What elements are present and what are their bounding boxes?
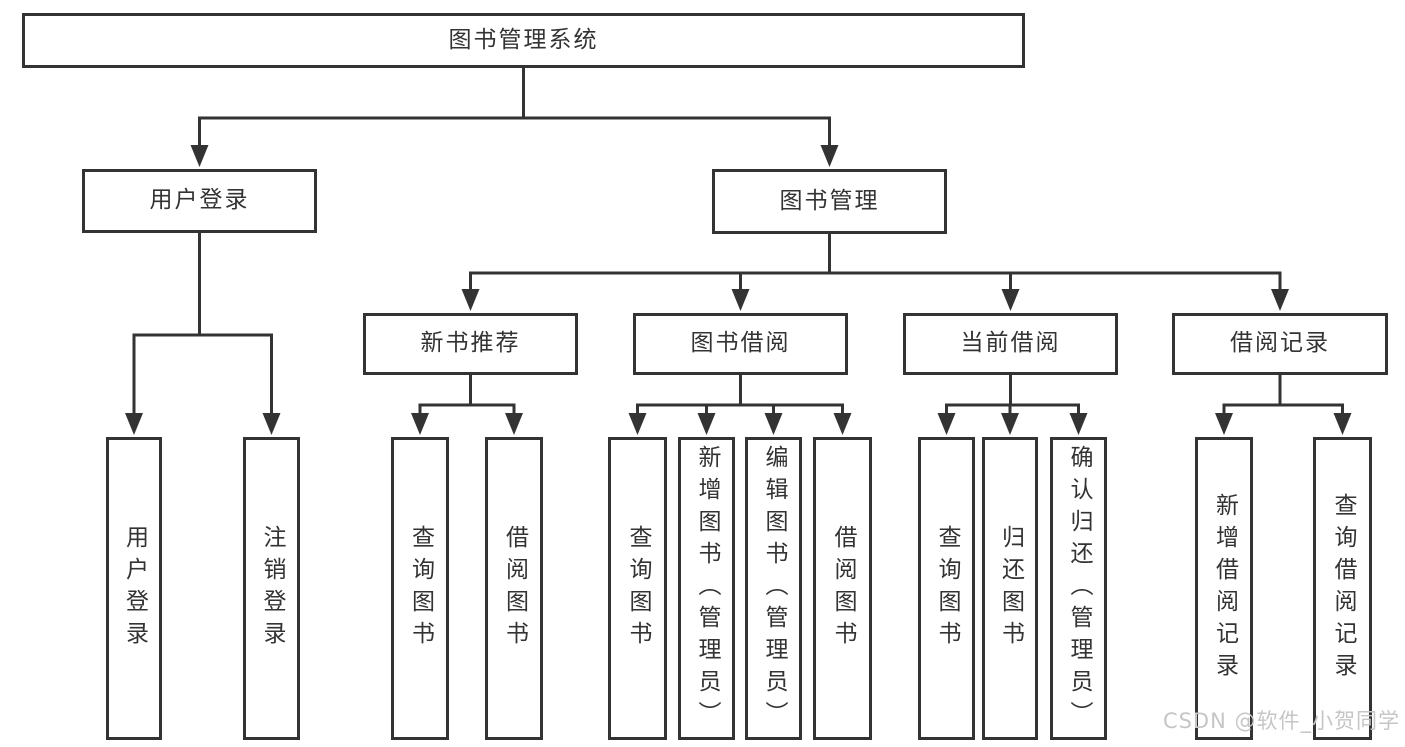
node-label: 用户登录: [121, 524, 148, 653]
node-label: 查询借阅记录: [1330, 492, 1356, 685]
arrowhead-icon: [125, 413, 143, 435]
node-new-book-rec: 新书推荐: [363, 313, 578, 375]
node-v-user-login: 用户登录: [106, 437, 162, 740]
arrowhead-icon: [262, 413, 281, 435]
node-root: 图书管理系统: [22, 13, 1025, 68]
arrowhead-icon: [697, 413, 716, 435]
node-label: 借阅图书: [830, 524, 856, 653]
node-v-query-borrow-record: 查询借阅记录: [1313, 437, 1372, 740]
arrowhead-icon: [764, 413, 783, 435]
arrowhead-icon: [937, 413, 956, 435]
node-v-add-book: 新增图书（管理员）: [678, 437, 735, 740]
node-label: 归还图书: [997, 524, 1024, 653]
node-label: 新书推荐: [420, 330, 521, 357]
arrowhead-icon: [820, 145, 839, 167]
node-v-add-borrow-record: 新增借阅记录: [1195, 437, 1253, 740]
node-label: 图书借阅: [690, 330, 791, 357]
node-v-edit-book: 编辑图书（管理员）: [745, 437, 802, 740]
edge-path: [1222, 374, 1344, 417]
node-label: 图书管理系统: [448, 26, 599, 53]
node-label: 用户登录: [149, 187, 250, 214]
node-book-mgmt: 图书管理: [712, 169, 947, 234]
edge-root: [190, 67, 839, 167]
arrowhead-icon: [1271, 289, 1289, 311]
edge-path: [198, 67, 831, 149]
edge-path: [469, 233, 1282, 293]
edge-user-login-group: [125, 232, 281, 435]
node-book-borrow: 图书借阅: [633, 313, 848, 375]
node-v-confirm-return: 确认归还（管理员）: [1050, 437, 1107, 740]
watermark-text: CSDN @软件_小贺同学: [1162, 709, 1400, 733]
node-label: 注销登录: [259, 524, 285, 653]
arrowhead-icon: [190, 145, 209, 167]
edge-path: [636, 374, 844, 417]
node-label: 借阅记录: [1230, 330, 1330, 357]
node-label: 当前借阅: [960, 330, 1061, 357]
node-label: 编辑图书（管理员）: [761, 444, 787, 733]
arrowhead-icon: [1069, 413, 1088, 435]
arrowhead-icon: [1333, 413, 1352, 435]
node-label: 借阅图书: [501, 524, 528, 653]
arrowhead-icon: [411, 413, 429, 435]
node-v-query-book-1: 查询图书: [391, 437, 449, 740]
node-label: 查询图书: [407, 524, 434, 653]
node-label: 新增图书（管理员）: [694, 444, 720, 733]
edge-path: [945, 374, 1080, 417]
node-label: 新增借阅记录: [1211, 492, 1238, 685]
node-v-logout: 注销登录: [243, 437, 300, 740]
arrowhead-icon: [505, 413, 523, 435]
arrowhead-icon: [833, 413, 852, 435]
node-v-return-book: 归还图书: [982, 437, 1038, 740]
node-label: 图书管理: [779, 187, 880, 214]
edge-current-borrow: [937, 374, 1088, 435]
node-v-borrow-book-1: 借阅图书: [485, 437, 543, 740]
edge-book-borrow: [628, 374, 852, 435]
arrowhead-icon: [461, 289, 480, 311]
node-v-query-book-2: 查询图书: [608, 437, 667, 740]
arrowhead-icon: [1001, 289, 1020, 311]
edge-borrow-records: [1215, 374, 1352, 435]
arrowhead-icon: [731, 289, 750, 311]
node-borrow-records: 借阅记录: [1172, 313, 1388, 375]
edge-path: [132, 232, 273, 417]
edge-book-mgmt: [461, 233, 1289, 311]
edge-new-book-rec: [411, 374, 523, 435]
arrowhead-icon: [628, 413, 647, 435]
node-v-query-book-3: 查询图书: [918, 437, 975, 740]
arrowhead-icon: [1215, 413, 1233, 435]
arrowhead-icon: [1001, 413, 1019, 435]
node-current-borrow: 当前借阅: [903, 313, 1118, 375]
node-label: 查询图书: [934, 524, 960, 653]
node-label: 确认归还（管理员）: [1066, 444, 1092, 733]
node-label: 查询图书: [625, 524, 651, 653]
node-user-login-group: 用户登录: [82, 169, 317, 233]
edge-path: [418, 374, 516, 417]
node-v-borrow-book-2: 借阅图书: [813, 437, 872, 740]
